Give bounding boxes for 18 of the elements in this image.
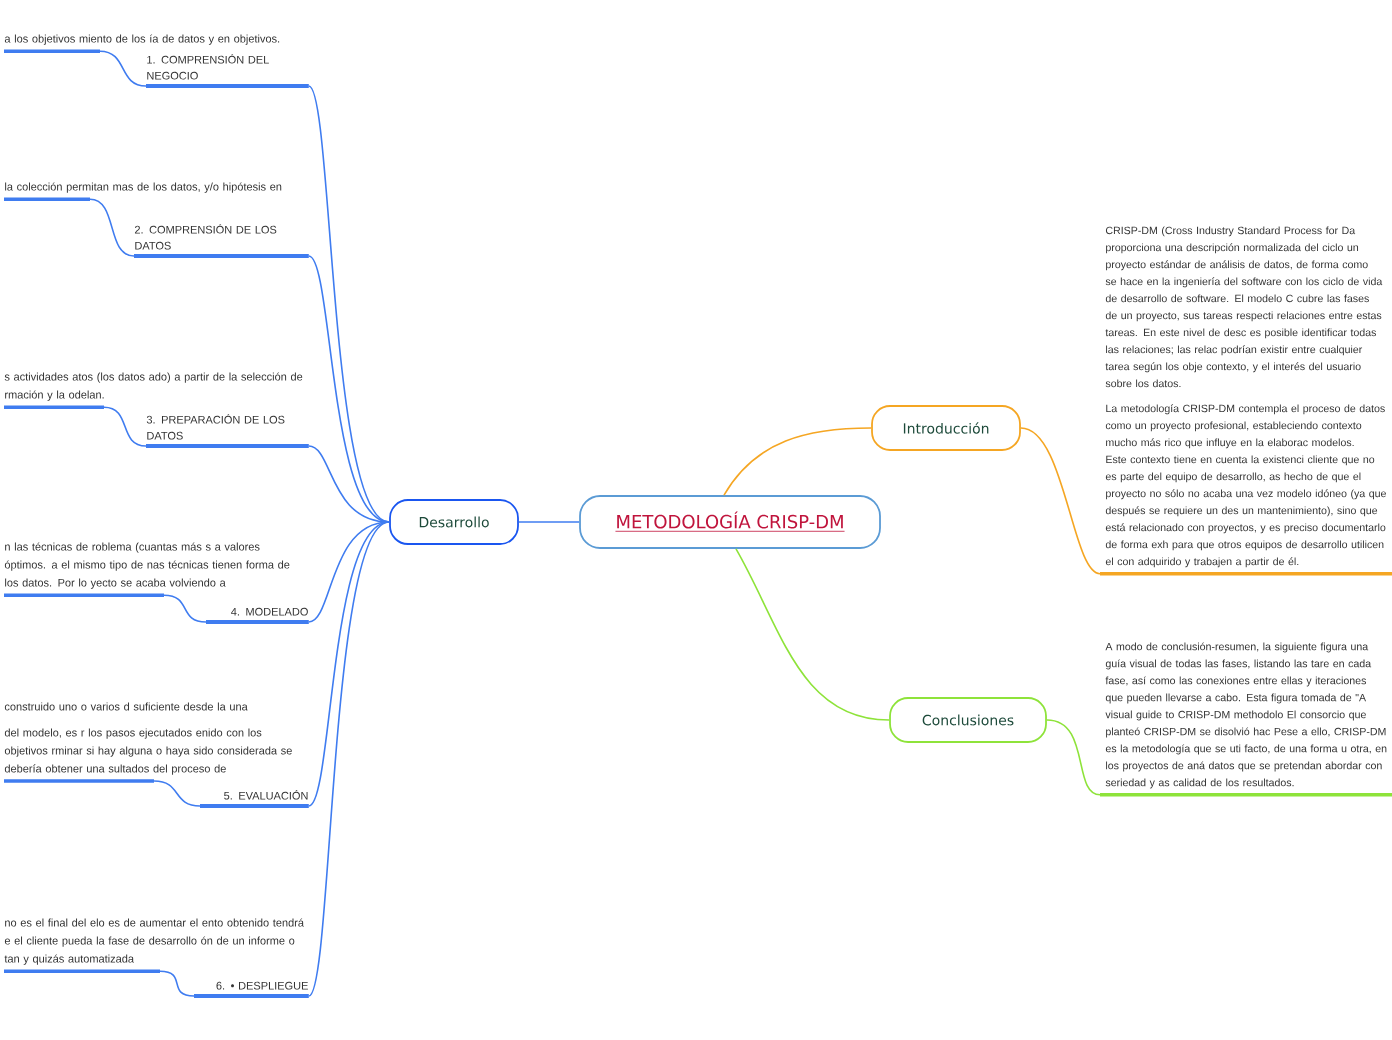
connector bbox=[723, 427, 872, 496]
connector bbox=[308, 521, 390, 997]
connector bbox=[308, 85, 390, 523]
connector bbox=[89, 198, 135, 257]
connector bbox=[159, 970, 195, 997]
central-topic: METODOLOGÍA CRISP-DM bbox=[579, 495, 881, 549]
connector bbox=[308, 521, 390, 807]
connector bbox=[1020, 427, 1101, 575]
connector bbox=[308, 255, 390, 523]
connector bbox=[153, 780, 201, 807]
connector bbox=[1046, 719, 1101, 796]
connector bbox=[735, 548, 890, 721]
connector bbox=[103, 406, 147, 447]
connector bbox=[308, 445, 390, 523]
connector bbox=[308, 521, 390, 623]
connector bbox=[99, 50, 147, 87]
connector bbox=[518, 521, 580, 523]
connector bbox=[163, 594, 207, 623]
